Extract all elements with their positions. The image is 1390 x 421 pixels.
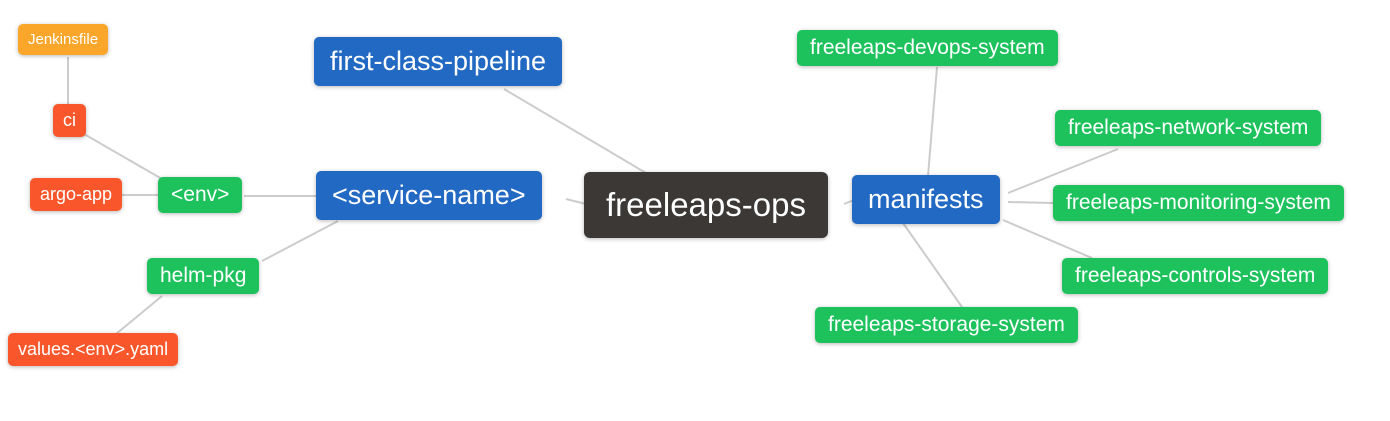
- node-network-system[interactable]: freeleaps-network-system: [1055, 110, 1322, 147]
- node-first-class-pipeline[interactable]: first-class-pipeline: [314, 37, 563, 87]
- node-jenkinsfile[interactable]: Jenkinsfile: [18, 24, 109, 56]
- edge-pipeline-freeleapsops: [503, 88, 647, 174]
- node-ci[interactable]: ci: [53, 104, 86, 137]
- edge-helmpkg-values: [115, 295, 163, 335]
- edge-manifests-storage: [902, 222, 963, 308]
- node-storage-system[interactable]: freeleaps-storage-system: [815, 307, 1078, 344]
- edge-manifests-monitoring: [1007, 201, 1054, 204]
- edge-ci-env: [83, 133, 163, 180]
- node-manifests[interactable]: manifests: [852, 175, 1000, 225]
- node-controls-system[interactable]: freeleaps-controls-system: [1062, 258, 1329, 295]
- node-argo-app[interactable]: argo-app: [30, 178, 123, 211]
- node-helm-pkg[interactable]: helm-pkg: [147, 258, 260, 295]
- node-values-env-yaml[interactable]: values.<env>.yaml: [8, 333, 179, 366]
- edge-manifests-devops: [927, 66, 938, 177]
- node-monitoring-system[interactable]: freeleaps-monitoring-system: [1053, 185, 1344, 222]
- node-freeleaps-ops[interactable]: freeleaps-ops: [584, 172, 828, 238]
- edge-servicename-helmpkg: [261, 220, 339, 262]
- node-env[interactable]: <env>: [158, 177, 243, 214]
- node-devops-system[interactable]: freeleaps-devops-system: [797, 30, 1058, 67]
- node-service-name[interactable]: <service-name>: [316, 171, 542, 221]
- edge-servicename-freeleapsops: [565, 198, 587, 205]
- edge-manifests-controls: [1002, 219, 1093, 259]
